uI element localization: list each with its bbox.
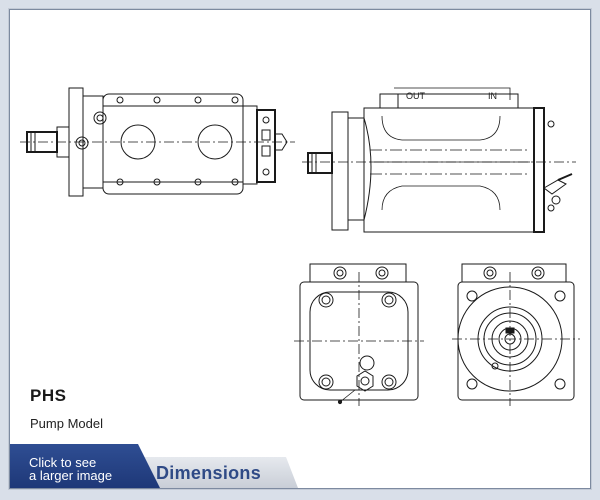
port-out-label: OUT [406,91,426,101]
product-card: OUT IN [9,9,591,489]
dimensions-tab[interactable]: Dimensions [138,457,298,488]
model-name: PHS [30,386,67,405]
port-in-label: IN [488,91,497,101]
larger-image-button[interactable]: Click to see a larger image [10,444,160,488]
model-subtitle: Pump Model [30,416,103,431]
pump-section-view: OUT IN [302,87,576,233]
pump-front-view [294,263,424,406]
technical-drawing[interactable]: OUT IN [10,10,590,488]
dimensions-tab-label: Dimensions [156,463,262,483]
pump-rear-view [452,263,580,406]
larger-image-label-line1: Click to see [29,455,97,470]
larger-image-label-line2: a larger image [29,468,113,483]
pump-side-view [20,87,295,197]
